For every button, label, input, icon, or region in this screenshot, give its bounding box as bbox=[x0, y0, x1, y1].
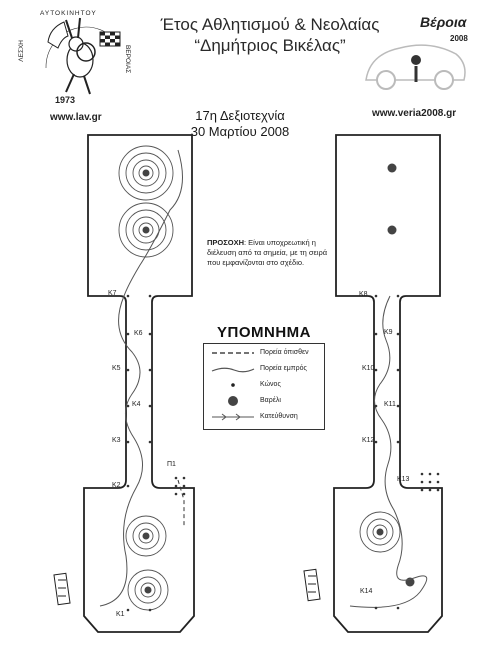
cone-label-k13: K13 bbox=[397, 476, 410, 483]
cone-label-k8: K8 bbox=[359, 291, 368, 298]
legend-item-reverse: Πορεία όπισθεν bbox=[204, 346, 324, 360]
legend-title: ΥΠΟΜΝΗΜΑ bbox=[217, 324, 311, 341]
veroia-2008-logo bbox=[365, 44, 466, 90]
left-start-gate bbox=[53, 572, 71, 606]
right-cones bbox=[374, 294, 440, 610]
legend-item-barrel: Βαρέλι bbox=[204, 394, 324, 408]
club-website-link[interactable]: www.lav.gr bbox=[50, 112, 102, 123]
left-forward-path bbox=[99, 149, 183, 607]
right-start-gate bbox=[303, 568, 321, 602]
cone-label-k3: K3 bbox=[112, 437, 121, 444]
right-course-outline bbox=[333, 134, 443, 633]
cone-label-k2: K2 bbox=[112, 482, 121, 489]
edition-label: 17η Δεξιοτεχνία bbox=[195, 108, 285, 123]
event-title-line1: Έτος Αθλητισμού & Νεολαίας bbox=[160, 15, 380, 34]
veroia-wordmark: Βέροια bbox=[420, 14, 467, 30]
legend-item-direction: Κατεύθυνση bbox=[204, 410, 324, 424]
notice-label: ΠΡΟΣΟΧΗ bbox=[207, 238, 245, 247]
cone-label-k6: K6 bbox=[134, 330, 143, 337]
arrow-icon bbox=[212, 413, 254, 421]
cone-label-k1: K1 bbox=[116, 611, 125, 618]
cone-label-k5: K5 bbox=[112, 365, 121, 372]
legend: Πορεία όπισθεν Πορεία εμπρός Κώνος Βαρέλ… bbox=[203, 343, 325, 430]
event-subtitle: 17η Δεξιοτεχνία 30 Μαρτίου 2008 bbox=[175, 108, 305, 140]
cone-label-k10: K10 bbox=[362, 365, 375, 372]
club-logo bbox=[45, 17, 121, 95]
left-barrels bbox=[142, 169, 152, 594]
legend-item-cone: Κώνος bbox=[204, 378, 324, 392]
cone-label-k11: K11 bbox=[384, 401, 396, 408]
solid-line-icon bbox=[211, 367, 255, 373]
club-ring-top: ΑΥΤΟΚΙΝΗΤΟΥ bbox=[40, 10, 97, 17]
cone-icon bbox=[231, 383, 235, 387]
left-course-outline bbox=[83, 134, 195, 633]
right-barrels bbox=[376, 163, 415, 587]
notice-text: ΠΡΟΣΟΧΗ: Είναι υποχρεωτική η διέλευση απ… bbox=[207, 238, 337, 268]
left-cones bbox=[126, 294, 186, 612]
dashed-line-icon bbox=[212, 352, 254, 354]
point-label-p1: Π1 bbox=[167, 461, 176, 468]
cone-label-k9: K9 bbox=[384, 329, 393, 336]
barrel-icon bbox=[228, 396, 238, 406]
veria-website-link[interactable]: www.veria2008.gr bbox=[372, 108, 457, 119]
veroia-year: 2008 bbox=[450, 34, 468, 43]
event-title-line2: “Δημήτριος Βικέλας” bbox=[194, 36, 346, 55]
right-lower-spiral bbox=[359, 511, 401, 553]
legend-item-forward: Πορεία εμπρός bbox=[204, 362, 324, 376]
event-title: Έτος Αθλητισμού & Νεολαίας “Δημήτριος Βι… bbox=[150, 14, 390, 56]
cone-label-k12: K12 bbox=[362, 437, 375, 444]
cone-label-k14: K14 bbox=[360, 588, 373, 595]
cone-label-k4: K4 bbox=[132, 401, 141, 408]
club-year: 1973 bbox=[55, 95, 76, 105]
notice-body: : Είναι υποχρεωτική η διέλευση από τα ση… bbox=[207, 238, 328, 267]
club-ring-right: ΒΕΡΟΙΑΣ bbox=[124, 45, 131, 74]
event-date: 30 Μαρτίου 2008 bbox=[190, 124, 290, 139]
right-forward-path bbox=[349, 295, 428, 608]
left-upper-spiral bbox=[118, 145, 174, 611]
cone-label-k7: K7 bbox=[108, 290, 117, 297]
